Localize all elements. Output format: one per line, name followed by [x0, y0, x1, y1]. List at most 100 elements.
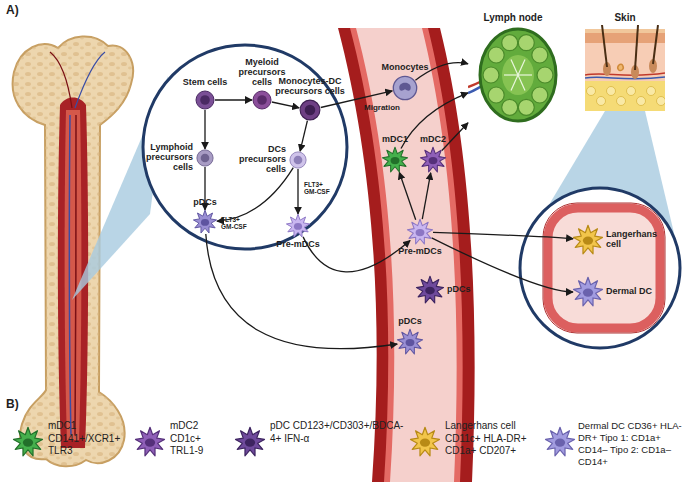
fat-cell — [587, 87, 596, 96]
cell-label: pDCs — [447, 285, 477, 295]
cell-icon — [573, 225, 603, 255]
cell-body — [300, 100, 320, 120]
cell-body — [136, 427, 165, 456]
cell-nucleus — [245, 438, 255, 446]
fat-cell — [617, 97, 626, 106]
cell-body — [197, 150, 213, 166]
arrow-connector — [399, 172, 415, 219]
cell-body — [574, 277, 603, 306]
cell-label: Stem cells — [180, 78, 230, 88]
cell-nucleus — [425, 287, 435, 295]
lymph-follicle — [502, 99, 518, 115]
panel-letter: A) — [6, 4, 36, 18]
cell-icon — [545, 427, 575, 457]
blood-vessel-endothelium — [350, 28, 463, 482]
marrow-artery — [75, 115, 76, 435]
legend-text: Dermal DC CD36+ HLA-DR+ Tipo 1: CD1a+ CD… — [578, 420, 684, 468]
medullary-cord — [518, 74, 532, 75]
cell-icon — [299, 99, 321, 121]
process-label: Migration — [360, 103, 404, 112]
arrow-connector — [432, 238, 573, 292]
cell-node: mDC1 — [382, 147, 408, 173]
cell-body — [397, 329, 422, 354]
arrow-connector — [204, 110, 205, 149]
bone-vessel — [50, 52, 72, 108]
cell-label: Dermal DC — [606, 287, 662, 297]
cell-nucleus — [257, 95, 267, 105]
arrow-connector — [272, 102, 299, 108]
medullary-cord — [511, 59, 518, 75]
skin-vein — [585, 77, 665, 79]
cell-nucleus — [294, 223, 302, 230]
cell-body — [574, 225, 603, 254]
cell-nucleus — [420, 438, 430, 446]
skin-artery — [585, 73, 665, 75]
lymph-follicle — [488, 47, 504, 63]
legend-text: Langerhans cell CD11c+ HLA-DR+ CD1a+ CD2… — [445, 420, 541, 458]
medullary-cord — [511, 75, 518, 91]
cell-icon — [13, 427, 43, 457]
lymph-follicle — [483, 67, 499, 83]
blood-vessel-wall — [338, 28, 475, 482]
cell-label: Pre-mDCs — [395, 247, 445, 257]
cell-icon — [392, 75, 418, 101]
fat-cell — [657, 97, 666, 106]
cell-label: mDC2 — [413, 135, 453, 145]
cell-body — [14, 427, 43, 456]
cell-label: Skin — [595, 12, 655, 23]
cell-body — [416, 276, 443, 303]
lymph-node-capsule — [480, 29, 556, 121]
cell-nucleus — [201, 219, 209, 226]
epidermis — [585, 33, 665, 43]
cell-nucleus — [429, 157, 438, 164]
bone-marrow-zoom-circle — [143, 45, 347, 249]
medulla — [502, 55, 534, 95]
cell-node: Langerhans cell — [573, 225, 603, 255]
cell-node: pDCs — [193, 210, 217, 234]
edge-label: FLT3+ GM-CSF — [304, 181, 334, 195]
arrow-connector — [422, 173, 430, 219]
cell-nucleus — [23, 438, 33, 446]
cell-body — [393, 76, 416, 99]
cell-label: Lymph node — [473, 12, 553, 23]
cell-label: DCs precursors cells — [231, 145, 286, 175]
arrow-connector — [401, 93, 468, 149]
cell-nucleus — [294, 156, 303, 165]
cell-node: Myeloid precursors cells — [252, 90, 272, 110]
sweat-gland — [618, 64, 623, 70]
lymph-node-illustration: Lymph node — [468, 25, 558, 125]
cell-nucleus — [583, 288, 593, 296]
stratum-corneum — [585, 29, 665, 33]
medullary-cord — [518, 59, 525, 75]
cell-node: Lymphoid precursors cells — [196, 149, 214, 167]
cell-node: DCs precursors cells — [289, 151, 307, 169]
arrow-connector — [215, 99, 252, 100]
lymph-node-drawing — [468, 25, 558, 125]
lymph-follicle — [537, 67, 553, 83]
cell-label: Lymphoid precursors cells — [145, 143, 193, 173]
fat-cell — [597, 97, 606, 106]
cell-node: Stem cells — [195, 90, 215, 110]
cell-nucleus — [416, 229, 425, 236]
cell-icon — [195, 90, 215, 110]
dermal-vessel-outline — [543, 203, 665, 333]
arrow-connector — [300, 121, 307, 152]
arrow-connector — [297, 169, 298, 214]
cell-body — [411, 427, 440, 456]
cell-icon — [420, 147, 446, 173]
cell-icon — [252, 90, 272, 110]
lymph-follicle — [502, 35, 518, 51]
legend-text: mDC1 CD141+/XCR1+ TLR3 — [48, 420, 128, 458]
cell-body — [193, 210, 216, 233]
cell-node: Dermal DC — [573, 277, 603, 307]
skin-drawing — [585, 25, 665, 111]
cell-label: Langerhans cell — [606, 230, 662, 250]
cell-body — [420, 147, 445, 172]
legend-text: pDC CD123+/CD303+/BDCA-4+ IFN-α — [270, 420, 406, 445]
lymph-follicle — [518, 35, 534, 51]
cell-body — [253, 91, 271, 109]
legend-cell-icon — [13, 427, 43, 457]
cell-icon — [193, 210, 217, 234]
skin-zoom-circle — [520, 188, 680, 348]
cell-node: pDCs — [397, 329, 423, 355]
